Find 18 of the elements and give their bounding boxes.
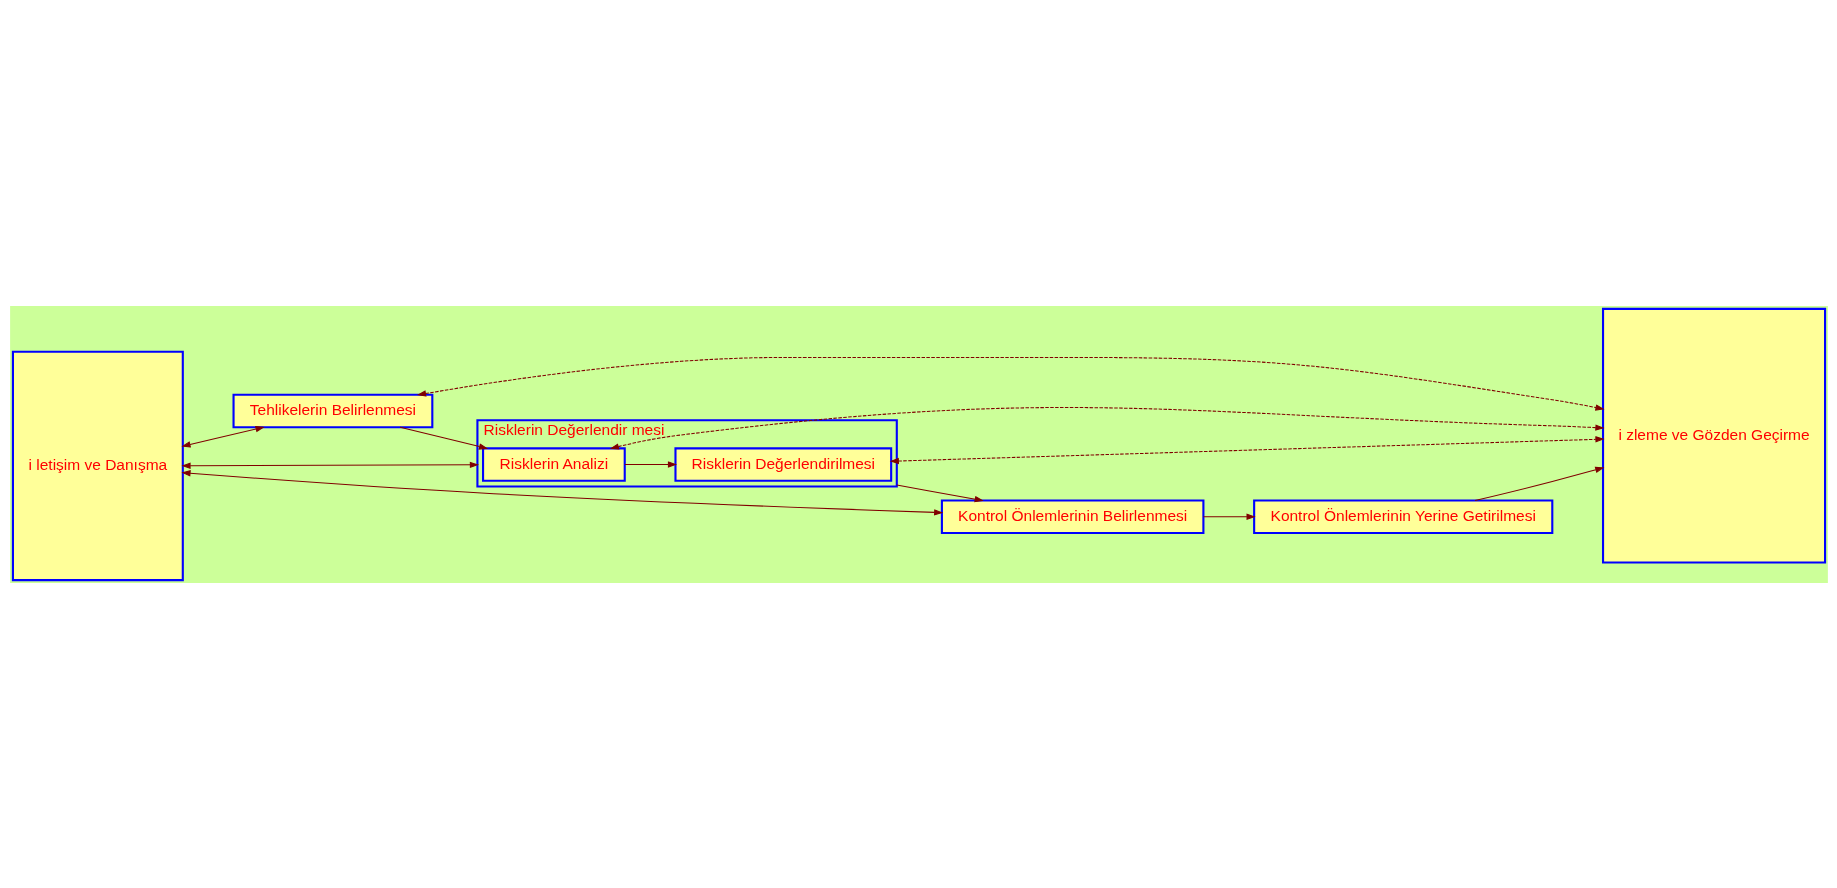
arrow bbox=[1202, 513, 1256, 520]
node-box: Risklerin Analizi bbox=[481, 446, 626, 482]
arrow bbox=[895, 484, 984, 502]
node-box: Kontrol Önlemlerinin Belirlenmesi bbox=[940, 498, 1204, 534]
arrow bbox=[180, 469, 943, 516]
arrow bbox=[416, 356, 1605, 411]
node-box: i letişim ve Danışma bbox=[11, 350, 184, 581]
arrow bbox=[180, 461, 479, 469]
arrow bbox=[623, 460, 677, 468]
arrow bbox=[889, 435, 1605, 464]
arrow bbox=[1474, 466, 1604, 501]
node-box: Risklerin Değerlendirilmesi bbox=[673, 446, 892, 482]
node-box: i zleme ve Gözden Geçirme bbox=[1601, 307, 1826, 564]
arrow bbox=[399, 426, 488, 450]
arrow bbox=[180, 425, 265, 448]
arrow bbox=[609, 406, 1605, 450]
node-box: Tehlikelerin Belirlenmesi bbox=[232, 393, 433, 428]
node-box: Kontrol Önlemlerinin Yerine Getirilmesi bbox=[1252, 498, 1553, 534]
